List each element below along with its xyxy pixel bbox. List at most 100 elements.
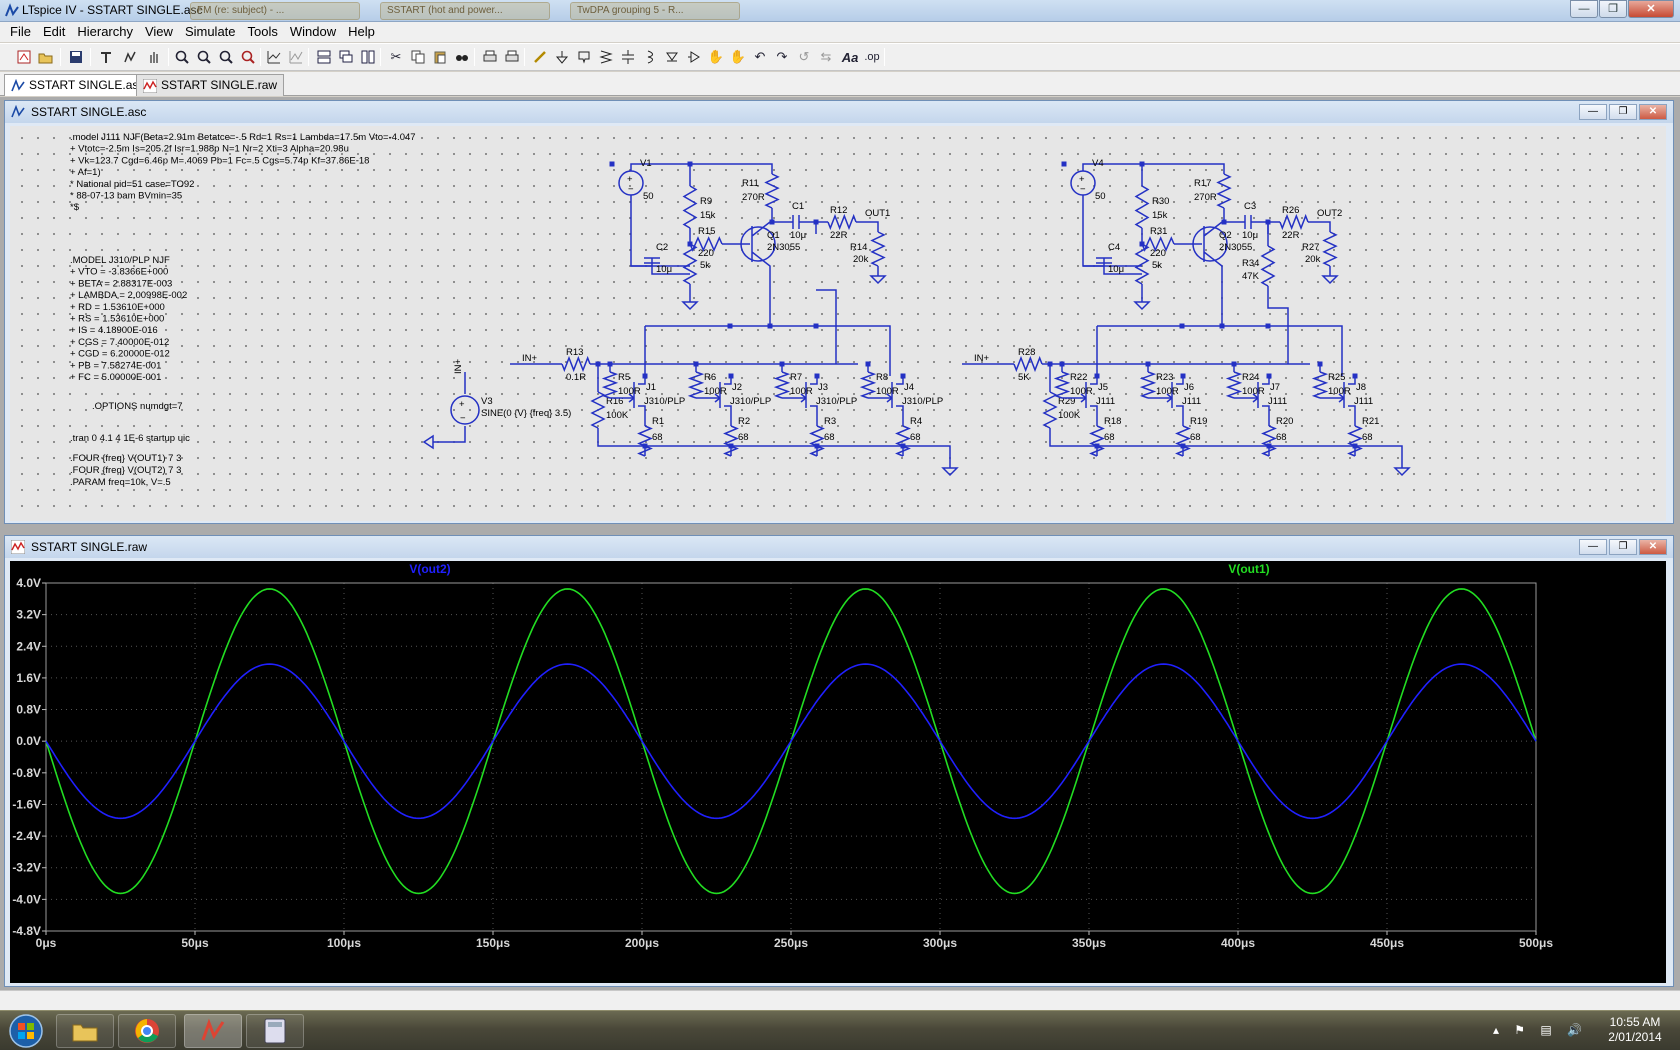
mirror-icon[interactable]: ⇆	[820, 49, 832, 64]
capacitor-value: 10μ	[656, 264, 672, 275]
supply-value: 50	[1095, 191, 1106, 202]
clock[interactable]: 10:55 AM 2/01/2014	[1602, 1015, 1668, 1045]
spice-line: *$	[70, 202, 80, 213]
save-icon[interactable]	[66, 47, 86, 67]
zoom-in-icon[interactable]	[172, 47, 192, 67]
resistor-label: R15	[698, 226, 715, 237]
cascade-icon[interactable]	[336, 47, 356, 67]
jfet-label: J3	[818, 382, 828, 393]
menu-help[interactable]: Help	[348, 24, 375, 39]
ltspice-icon[interactable]	[184, 1014, 242, 1048]
component-icon[interactable]	[684, 47, 704, 67]
halt-icon[interactable]	[144, 47, 164, 67]
autorange-icon[interactable]	[264, 47, 284, 67]
label-net-icon[interactable]	[574, 47, 594, 67]
chrome-icon[interactable]	[118, 1014, 176, 1048]
start-button[interactable]	[6, 1013, 46, 1049]
reset-icon[interactable]	[286, 47, 306, 67]
waveform-icon	[143, 79, 157, 93]
find-icon[interactable]	[452, 47, 472, 67]
spice-line: + Vk=123.7 Cgd=6.46p M=.4069 Pb=1 Fc=.5 …	[70, 155, 369, 166]
tile-horizontal-icon[interactable]	[314, 47, 334, 67]
text-icon[interactable]: Aa	[841, 49, 859, 65]
menu-window[interactable]: Window	[289, 24, 337, 39]
tab-schematic[interactable]: SSTART SINGLE.asc	[4, 74, 152, 96]
paste-icon[interactable]	[430, 47, 450, 67]
run-icon[interactable]	[120, 47, 140, 67]
redo-icon[interactable]: ↷	[776, 49, 788, 64]
diode-icon[interactable]	[662, 47, 682, 67]
svg-text:−: −	[1080, 184, 1086, 195]
minimize-button[interactable]: —	[1579, 539, 1607, 555]
trace-label-vout1[interactable]: V(out1)	[1228, 562, 1269, 576]
schematic-canvas[interactable]: .model J111 NJF(Beta=2.91m Betatce=-.5 R…	[10, 126, 1666, 521]
open-icon[interactable]	[36, 47, 56, 67]
close-button[interactable]: ✕	[1628, 0, 1674, 18]
resistor-value: 47K	[1242, 271, 1260, 282]
zoom-fit-icon[interactable]	[238, 47, 258, 67]
plot-traces	[45, 588, 1537, 895]
move-icon[interactable]: ✋	[707, 49, 725, 64]
close-button[interactable]: ✕	[1639, 104, 1667, 120]
transistor-value: 2N3055	[767, 242, 800, 253]
copy-icon[interactable]	[408, 47, 428, 67]
schematic-window-titlebar[interactable]: SSTART SINGLE.asc — ❐ ✕	[5, 101, 1673, 123]
resistor-label: R17	[1194, 178, 1211, 189]
y-tick-label: 1.6V	[16, 671, 41, 685]
tab-waveform[interactable]: SSTART SINGLE.raw	[136, 74, 285, 96]
undo-icon[interactable]: ↶	[754, 49, 766, 64]
tile-vertical-icon[interactable]	[358, 47, 378, 67]
system-tray[interactable]: ▴ ⚑ ▤ 🔊	[1492, 1023, 1588, 1037]
close-button[interactable]: ✕	[1639, 539, 1667, 555]
menu-simulate[interactable]: Simulate	[184, 24, 236, 39]
minimize-button[interactable]: —	[1570, 0, 1598, 18]
background-window-tab[interactable]: FM (re: subject) - ...	[190, 2, 360, 20]
inductor-icon[interactable]	[640, 47, 660, 67]
menu-edit[interactable]: Edit	[42, 24, 66, 39]
background-window-tab[interactable]: SSTART (hot and power...	[380, 2, 550, 20]
v3-source[interactable]: + − IN+ V3 SINE(0 {V} {freq} 3.5)	[422, 359, 571, 450]
menu-hierarchy[interactable]: Hierarchy	[77, 24, 133, 39]
clock-time: 10:55 AM	[1609, 1015, 1661, 1029]
new-schematic-icon[interactable]	[14, 47, 34, 67]
resistor-value: 20k	[853, 254, 869, 265]
calculator-icon[interactable]	[246, 1014, 304, 1048]
resistor-label: R3	[824, 416, 836, 427]
capacitor-icon[interactable]	[618, 47, 638, 67]
print-setup-icon[interactable]	[480, 47, 500, 67]
spice-line: + CGD = 6.20000E-012	[70, 349, 170, 360]
spice-line: + RD = 1.53610E+000	[70, 302, 165, 313]
resistor-value: 68	[652, 432, 663, 443]
restore-button[interactable]: ❐	[1609, 539, 1637, 555]
window-title: LTspice IV - SSTART SINGLE.asc	[22, 3, 203, 17]
resistor-icon[interactable]	[596, 47, 616, 67]
menu-view[interactable]: View	[144, 24, 173, 39]
resistor-value: 68	[1362, 432, 1373, 443]
background-window-tab[interactable]: TwDPA grouping 5 - R...	[570, 2, 740, 20]
ground-icon[interactable]	[552, 47, 572, 67]
waveform-window-titlebar[interactable]: SSTART SINGLE.raw — ❐ ✕	[5, 536, 1673, 558]
minimize-button[interactable]: —	[1579, 104, 1607, 120]
draw-wire-icon[interactable]	[530, 47, 550, 67]
zoom-out-icon[interactable]	[216, 47, 236, 67]
cut-icon[interactable]: ✂	[390, 49, 402, 64]
trace-label-vout2[interactable]: V(out2)	[409, 562, 450, 576]
restore-button[interactable]: ❐	[1609, 104, 1637, 120]
menu-tools[interactable]: Tools	[247, 24, 278, 39]
capacitor-value: 10μ	[1242, 230, 1258, 241]
spice-directive-icon[interactable]: .op	[864, 51, 880, 63]
zoom-pan-icon[interactable]	[194, 47, 214, 67]
menu-file[interactable]: File	[10, 24, 31, 39]
print-icon[interactable]	[502, 47, 522, 67]
rotate-icon[interactable]: ↺	[798, 49, 810, 64]
v3-net-label: IN+	[453, 359, 464, 375]
folder-icon[interactable]	[56, 1014, 114, 1048]
control-panel-icon[interactable]	[96, 47, 116, 67]
restore-button[interactable]: ❐	[1599, 0, 1627, 18]
resistor-label: R8	[876, 372, 888, 383]
drag-icon[interactable]: ✋	[729, 49, 747, 64]
resistor-value: 270R	[1194, 192, 1217, 203]
